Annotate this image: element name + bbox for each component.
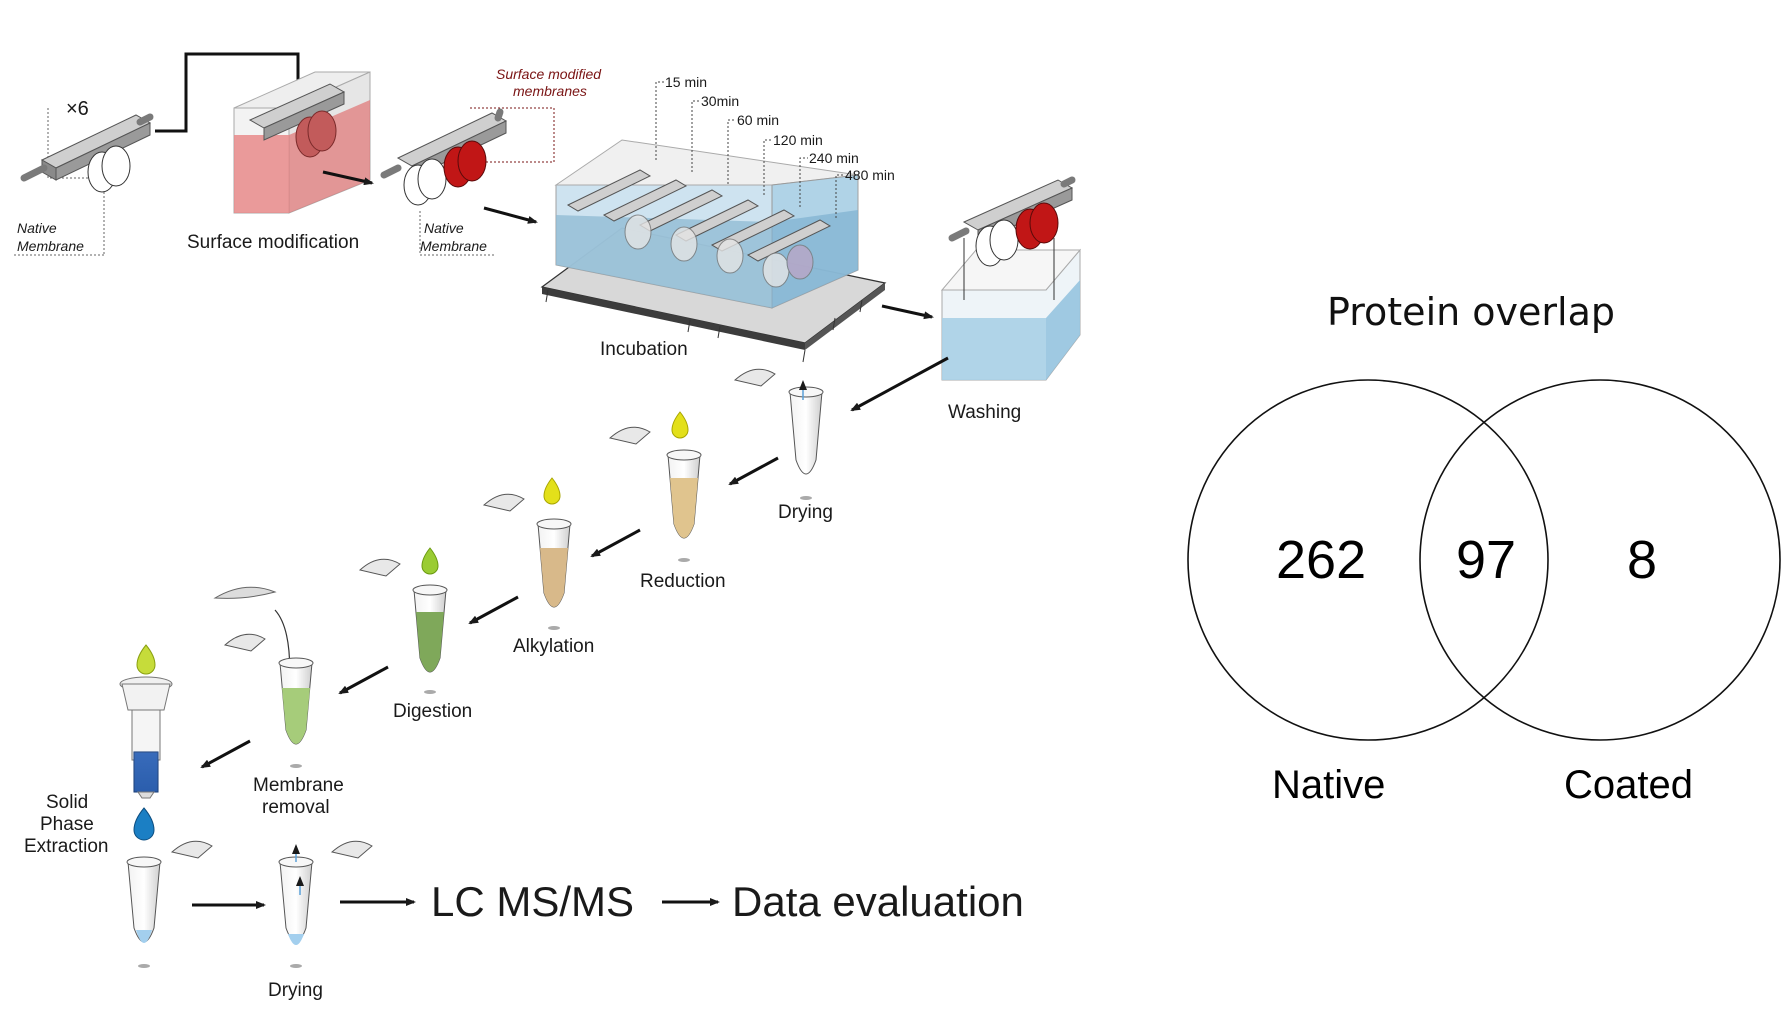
reduction-tube: [608, 411, 702, 562]
drying-tube-2: [278, 840, 373, 968]
venn-left-label: Native: [1272, 763, 1385, 807]
venn-diagram: Protein overlap 262 97 8 Native Coated: [1187, 290, 1781, 807]
membrane-removal-label-b: removal: [262, 797, 330, 818]
venn-right-label: Coated: [1564, 763, 1693, 807]
venn-circle-coated: [1419, 379, 1781, 741]
digestion-label: Digestion: [393, 701, 472, 722]
arrow-to-washing: [881, 304, 934, 320]
digestion-tube: [358, 547, 448, 694]
surface-modified-membranes-label-a: Surface modified: [496, 66, 602, 82]
timepoint-label-2: 30min: [701, 93, 739, 109]
alkylation-label: Alkylation: [513, 636, 594, 657]
membrane-removal-tube: [213, 586, 314, 768]
alkylation-tube: [482, 477, 572, 630]
arrow-to-alkylation: [590, 528, 641, 558]
arrow-to-incubation: [483, 206, 538, 224]
surface-modification-label: Surface modification: [187, 232, 359, 253]
spe-label-b: Phase: [40, 814, 94, 835]
arrow-to-holder-2: [322, 170, 374, 186]
eluate-tube: [126, 840, 213, 968]
incubation-label: Incubation: [600, 339, 688, 360]
drying-tube-1: [733, 368, 824, 500]
arrow-to-digestion: [468, 595, 519, 625]
venn-circle-native: [1187, 379, 1549, 741]
data-evaluation-label: Data evaluation: [732, 878, 1024, 925]
lcms-label: LC MS/MS: [431, 878, 634, 925]
venn-left-only-count: 262: [1276, 530, 1366, 590]
native-membrane-label-1b: Membrane: [17, 238, 84, 254]
native-holder-1: [14, 108, 154, 256]
timepoint-label-5: 240 min: [809, 150, 859, 166]
arrow-to-spe: [200, 739, 251, 769]
reduction-label: Reduction: [640, 571, 726, 592]
timepoint-label-6: 480 min: [845, 167, 895, 183]
incubation-tank: [540, 139, 887, 363]
drying-label-2: Drying: [268, 980, 323, 1001]
membrane-removal-label-a: Membrane: [253, 775, 344, 796]
venn-right-only-count: 8: [1627, 530, 1657, 590]
modified-holder-2: [380, 107, 555, 256]
washing-bath: [940, 176, 1082, 381]
venn-title: Protein overlap: [1327, 290, 1615, 334]
native-membrane-label-2a: Native: [424, 220, 464, 236]
native-membrane-label-1a: Native: [17, 220, 57, 236]
arrow-to-membrane-removal: [338, 665, 389, 695]
timepoint-label-4: 120 min: [773, 132, 823, 148]
spe-column: [119, 644, 173, 841]
arrow-to-drying-1: [850, 356, 949, 412]
native-membrane-label-2b: Membrane: [420, 238, 487, 254]
surface-modified-membranes-label-b: membranes: [513, 83, 587, 99]
flow-connector-1: [155, 52, 302, 133]
venn-overlap-count: 97: [1456, 530, 1516, 590]
surface-modification-bath: [233, 71, 371, 214]
timepoint-leaders: [655, 81, 844, 218]
drying-label-1: Drying: [778, 502, 833, 523]
spe-label-c: Extraction: [24, 836, 108, 857]
timepoint-label-3: 60 min: [737, 112, 779, 128]
washing-label: Washing: [948, 402, 1021, 423]
multiplier-label: ×6: [66, 98, 89, 120]
arrow-to-reduction: [728, 456, 779, 486]
timepoint-label-1: 15 min: [665, 74, 707, 90]
spe-label-a: Solid: [46, 792, 88, 813]
